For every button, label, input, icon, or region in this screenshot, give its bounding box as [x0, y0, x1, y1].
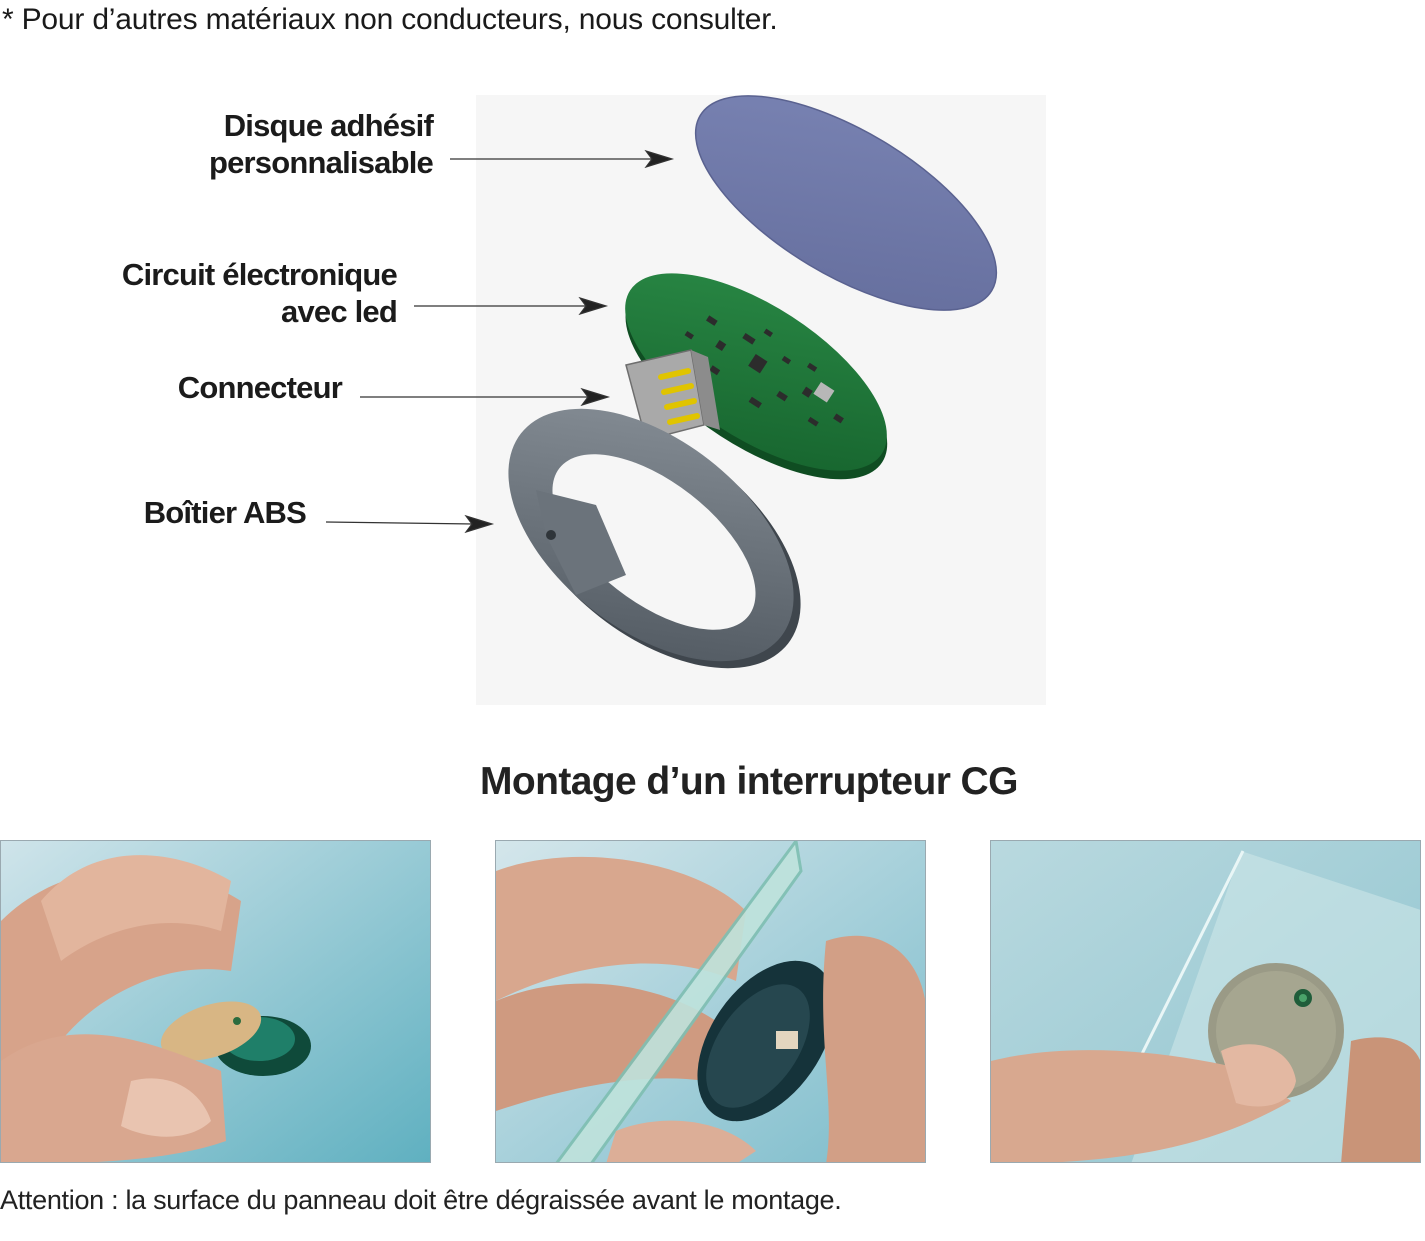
step-3-mounted-switch-photo — [990, 840, 1421, 1163]
exploded-view-illustration — [476, 95, 1046, 705]
label-circuit: Circuit électronique avec led — [60, 256, 398, 330]
leader-arrows — [325, 149, 675, 534]
circuit-board — [625, 273, 888, 480]
abs-housing — [508, 408, 801, 669]
connector-part — [625, 349, 720, 441]
footnote: * Pour d’autres matériaux non conducteur… — [2, 3, 778, 36]
caption: Attention : la surface du panneau doit ê… — [0, 1185, 842, 1215]
label-circuit-line2: avec led — [281, 294, 398, 329]
section-title: Montage d’un interrupteur CG — [480, 760, 1018, 803]
step-2-apply-to-glass-photo — [495, 840, 926, 1163]
label-adhesive-disc-line2: personnalisable — [208, 145, 434, 180]
label-connector: Connecteur — [177, 370, 343, 405]
label-circuit-line1: Circuit électronique — [121, 257, 398, 292]
step-1-peel-adhesive-photo — [0, 840, 431, 1163]
adhesive-disc — [694, 95, 998, 311]
arrow-housing — [325, 521, 475, 525]
label-housing: Boîtier ABS — [143, 495, 307, 530]
label-adhesive-disc: Disque adhésif personnalisable — [150, 107, 434, 181]
label-adhesive-disc-line1: Disque adhésif — [223, 108, 434, 143]
